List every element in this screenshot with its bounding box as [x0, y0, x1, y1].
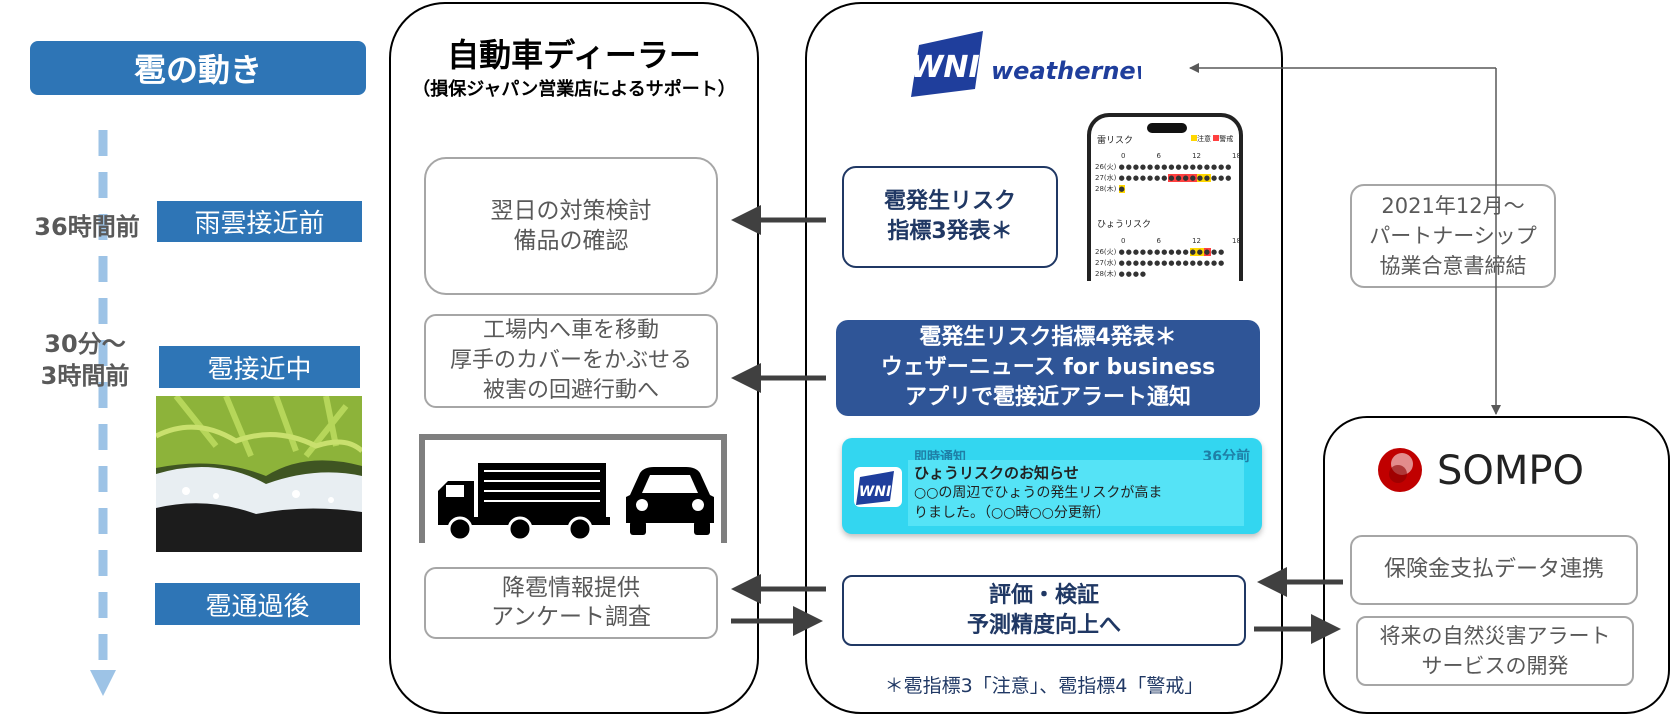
stage-label-approaching: 雹接近中	[159, 346, 360, 388]
notification-title: ひょうリスクのお知らせ	[914, 464, 1079, 482]
garage-illustration	[418, 433, 728, 543]
dealer-box-prepare: 翌日の対策検討 備品の確認	[424, 157, 718, 295]
dealer-box-avoid: 工場内へ車を移動 厚手のカバーをかぶせる 被害の回避行動へ	[424, 314, 718, 408]
timeline-title: 雹の動き	[30, 41, 366, 95]
evaluation-box: 評価・検証 予測精度向上へ	[842, 575, 1246, 646]
svg-text:WNI: WNI	[859, 484, 891, 500]
stage-time-30min: 30分～ 3時間前	[40, 330, 130, 390]
phone-notch	[1147, 123, 1187, 133]
timeline-arrow	[88, 130, 118, 705]
notification-content: ひょうリスクのお知らせ ○○の周辺でひょうの発生リスクが高ま りました。（○○時…	[908, 460, 1244, 526]
risk-index-4-box: 雹発生リスク指標4発表＊ ウェザーニュース for business アプリで雹…	[836, 320, 1260, 416]
phone-screen-title-1: 雷リスク	[1097, 136, 1134, 146]
svg-text:weathernews: weathernews	[991, 57, 1141, 85]
hail-photo	[156, 396, 362, 552]
phone-grid-2: 26(火) ●●●●●●●●●●●●●●● 27(水) ●●●●●●●●●●●●…	[1095, 248, 1226, 278]
dealer-subtitle: （損保ジャパン営業店によるサポート）	[412, 79, 736, 100]
stage-label-after-hail: 雹通過後	[155, 583, 360, 625]
phone-grid-1: 26(火) ●●●●●●●●●●●●●●●● 27(水) ●●●●●●●●●●●…	[1095, 163, 1233, 193]
dealer-title: 自動車ディーラー	[447, 36, 701, 74]
footnote: ＊雹指標3「注意」、雹指標4「警戒」	[884, 675, 1204, 697]
risk-index-3-box: 雹発生リスク 指標3発表＊	[842, 166, 1058, 268]
alert-notification: WNI 即時通知 36分前 ひょうリスクのお知らせ ○○の周辺でひょうの発生リス…	[842, 438, 1262, 534]
notification-app-icon: WNI	[854, 467, 902, 507]
weathernews-logo: WNI weathernews	[910, 27, 1172, 97]
phone-screen-title-2: ひょうリスク	[1097, 220, 1152, 230]
stage-time-36h: 36時間前	[34, 213, 140, 241]
notification-body: ○○の周辺でひょうの発生リスクが高ま りました。（○○時○○分更新）	[914, 485, 1163, 521]
svg-text:WNI: WNI	[911, 50, 980, 85]
sompo-box-payment-data: 保険金支払データ連携	[1350, 535, 1638, 605]
sompo-box-future-alerts: 将来の自然災害アラート サービスの開発	[1356, 616, 1634, 686]
partnership-box: 2021年12月～ パートナーシップ 協業合意書締結	[1350, 184, 1556, 288]
svg-text:SOMPO: SOMPO	[1437, 448, 1584, 494]
sompo-logo: SOMPO	[1375, 440, 1625, 500]
dealer-box-survey: 降雹情報提供 アンケート調査	[424, 567, 718, 639]
stage-label-before-rain: 雨雲接近前	[157, 201, 362, 242]
phone-legend: 注意 警戒	[1191, 134, 1233, 144]
